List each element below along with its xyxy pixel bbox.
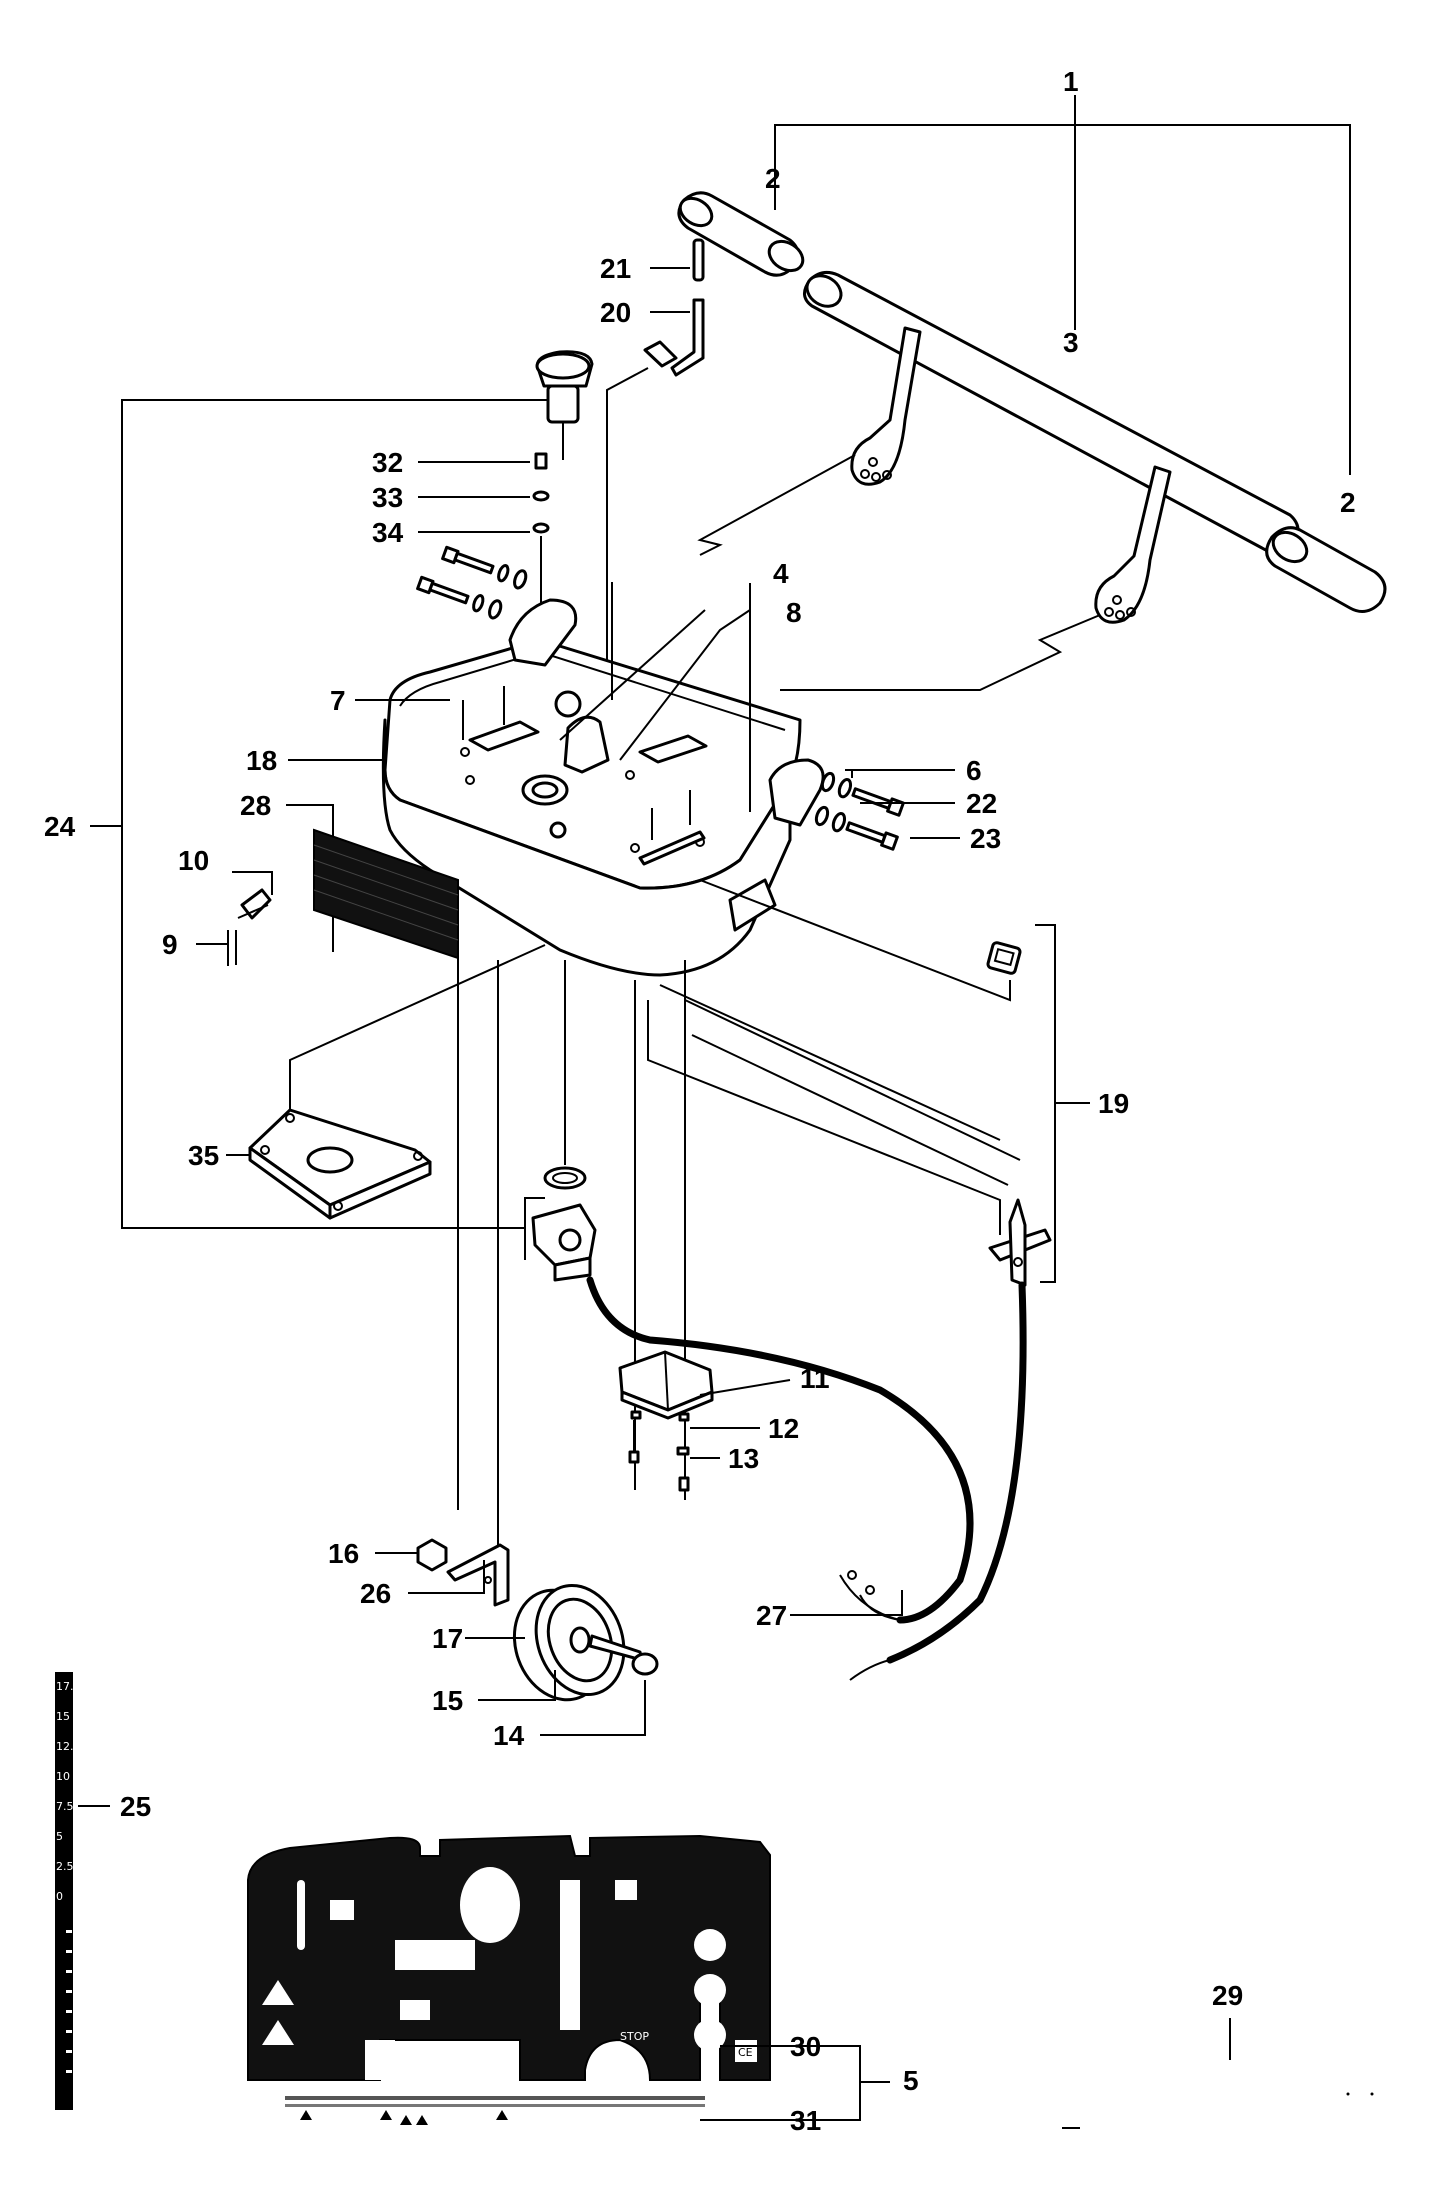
callout-2: 2 (765, 163, 781, 194)
callout-1: 1 (1063, 66, 1079, 97)
cables (586, 1276, 1027, 1681)
callout-35: 35 (188, 1140, 219, 1171)
callout-6: 6 (966, 755, 982, 786)
callout-25: 25 (120, 1791, 151, 1822)
right-grip (1265, 526, 1387, 614)
scale-tick: 17.5 (56, 1680, 81, 1693)
leader-lines (196, 267, 1374, 2129)
callout-23: 23 (970, 823, 1001, 854)
callout-33: 33 (372, 482, 403, 513)
callout-7: 7 (330, 685, 346, 716)
scale-tick: 7.5 (56, 1800, 74, 1813)
callout-11: 11 (800, 1363, 830, 1394)
handle-bar-assembly (677, 95, 1387, 691)
callout-16: 16 (328, 1538, 359, 1569)
bolt-clip (227, 888, 272, 966)
callout-34: 34 (372, 517, 404, 548)
left-handle-arm (850, 326, 922, 486)
ce-mark: CE (738, 2046, 753, 2059)
scale-tick: 0 (56, 1890, 63, 1903)
right-handle-arm (1094, 465, 1172, 624)
callout-2: 2 (1340, 487, 1356, 518)
callout-21: 21 (600, 253, 631, 284)
bracket-24 (121, 399, 558, 1229)
control-panel-decal: CE STOP (247, 1834, 771, 2125)
left-bolts (416, 545, 528, 620)
lock-pin-assembly (606, 238, 705, 700)
callout-19: 19 (1098, 1088, 1129, 1119)
callout-31: 31 (790, 2105, 821, 2136)
callout-22: 22 (966, 788, 997, 819)
warning-label-strip (313, 828, 459, 960)
handle-tube (803, 270, 1300, 554)
emergency-stop-knob (535, 350, 594, 460)
callout-28: 28 (240, 790, 271, 821)
mounting-plate (248, 944, 546, 1220)
stop-label: STOP (620, 2030, 649, 2043)
callout-12: 12 (768, 1413, 799, 1444)
tilt-sensor (699, 879, 1090, 1287)
right-bolts (814, 771, 905, 851)
callout-24: 24 (44, 811, 76, 842)
depth-scale-decal: 17.5 15 12.5 10 7.5 5 2.5 0 (55, 1672, 110, 2110)
callout-5: 5 (903, 2065, 919, 2096)
left-grip (677, 191, 805, 277)
scale-tick: 15 (56, 1710, 70, 1723)
callout-20: 20 (600, 297, 631, 328)
switch-assembly (524, 960, 597, 1282)
callout-13: 13 (728, 1443, 759, 1474)
callout-29: 29 (1212, 1980, 1243, 2011)
callout-27: 27 (756, 1600, 787, 1631)
callout-26: 26 (360, 1578, 391, 1609)
callout-numbers: 1 2 2 3 4 5 6 7 8 9 10 11 12 13 14 15 16… (44, 66, 1356, 2136)
callout-9: 9 (162, 929, 178, 960)
callout-15: 15 (432, 1685, 463, 1716)
scale-tick: 2.5 (56, 1860, 74, 1873)
callout-3: 3 (1063, 327, 1079, 358)
callout-8: 8 (786, 597, 802, 628)
callout-18: 18 (246, 745, 277, 776)
callout-10: 10 (178, 845, 209, 876)
callout-17: 17 (432, 1623, 463, 1654)
scale-tick: 5 (56, 1830, 63, 1843)
wheel-assembly (416, 1538, 659, 1702)
callout-32: 32 (372, 447, 403, 478)
callout-4: 4 (773, 558, 789, 589)
callout-30: 30 (790, 2031, 821, 2062)
scale-tick: 10 (56, 1770, 70, 1783)
control-box (618, 1350, 714, 1492)
scale-tick: 12.5 (56, 1740, 81, 1753)
housing-cover (381, 598, 825, 977)
callout-14: 14 (493, 1720, 525, 1751)
